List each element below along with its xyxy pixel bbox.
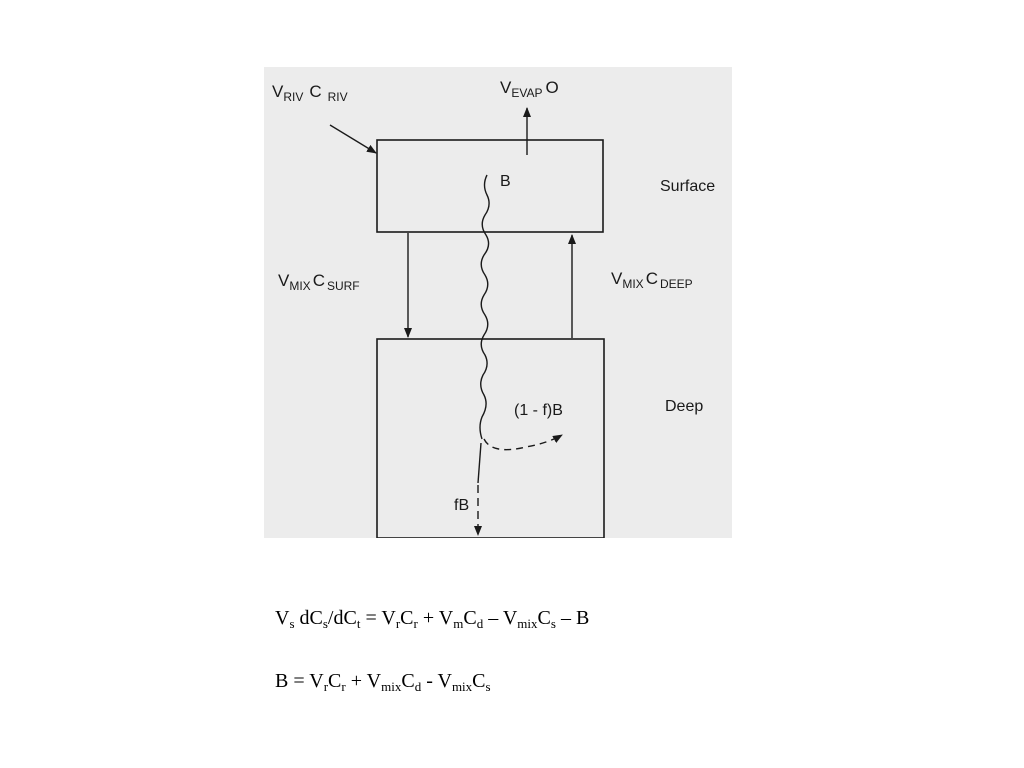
equation-term: C [537,607,551,629]
burial-flux-label: fB [454,497,469,514]
equation-subscript: mix [381,679,402,694]
equation-subscript: s [289,616,295,631]
equation-term: C [400,607,414,629]
equation-term: + V [417,607,454,629]
equation-subscript: s [550,616,556,631]
equation-subscript: r [413,616,418,631]
remineralized-flux-arrow [483,434,563,451]
equation-term: C [463,607,477,629]
equation-term: C [328,670,342,692]
particle-flux-label: B [500,173,511,190]
river-inflow-arrow [329,124,377,154]
equation-subscript: r [395,616,401,631]
equation-term: B = V [275,670,324,692]
equation-term: V [275,607,290,629]
equation-term: = V [360,607,396,629]
equation-term: dC [294,607,323,629]
equation-term: /dC [327,607,357,629]
equation-subscript: d [414,679,422,694]
equation-subscript: mix [451,679,473,694]
equation-term: – V [483,607,518,629]
burial-solid-line [477,442,482,484]
equation-mass-balance: Vs dCs/dCt = VrCr + VmCd – VmixCs – B [275,607,589,632]
equation-term: C [401,670,415,692]
equation-subscript: s [485,679,491,694]
equation-subscript: t [356,616,361,631]
surface-label: Surface [660,178,715,195]
equation-particle-flux: B = VrCr + VmixCd - VmixCs [275,670,491,695]
equation-subscript: r [341,679,346,694]
equation-term: C [472,670,486,692]
remineralized-flux-label: (1 - f)B [514,402,563,419]
equation-subscript: r [323,679,329,694]
deep-box [376,338,605,538]
equation-term: - V [421,670,452,692]
surface-box [376,139,604,233]
deep-label: Deep [665,398,703,415]
equation-subscript: mix [517,616,538,631]
equation-term: + V [345,670,382,692]
equation-subscript: m [453,616,464,631]
particle-flux-wavy-line [479,174,490,440]
equation-subscript: s [322,616,328,631]
equation-subscript: d [476,616,484,631]
equation-term: – B [555,607,590,629]
